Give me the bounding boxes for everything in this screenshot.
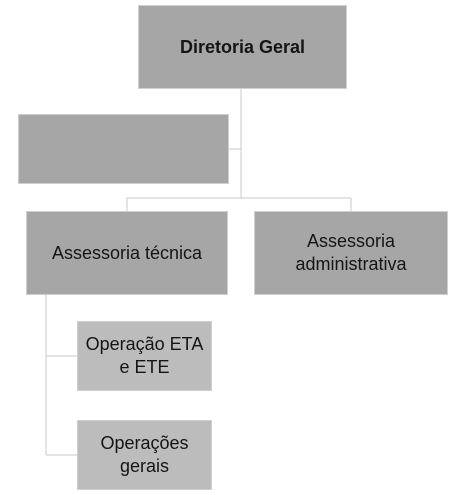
node-operacao-eta-ete-line1: Operação ETA — [85, 334, 204, 354]
node-operacoes-gerais-line1: Operações — [100, 433, 189, 453]
node-operacoes-gerais-line2: gerais — [119, 456, 170, 476]
node-operacao-eta-ete: Operação ETA e ETE — [77, 321, 212, 391]
node-diretoria-geral-label: Diretoria Geral — [179, 36, 306, 57]
node-assessoria-administrativa-line1: Assessoria — [306, 231, 395, 251]
node-assessoria-tecnica-label: Assessoria técnica — [51, 242, 203, 263]
node-assessoria-administrativa-line2: administrativa — [295, 254, 407, 274]
node-assessoria-tecnica: Assessoria técnica — [26, 211, 228, 295]
node-assessoria-administrativa: Assessoria administrativa — [254, 211, 448, 295]
node-diretoria-geral: Diretoria Geral — [138, 5, 347, 89]
node-operacoes-gerais: Operações gerais — [77, 420, 212, 490]
node-assistant-blank — [18, 114, 229, 184]
node-operacao-eta-ete-line2: e ETE — [119, 357, 170, 377]
